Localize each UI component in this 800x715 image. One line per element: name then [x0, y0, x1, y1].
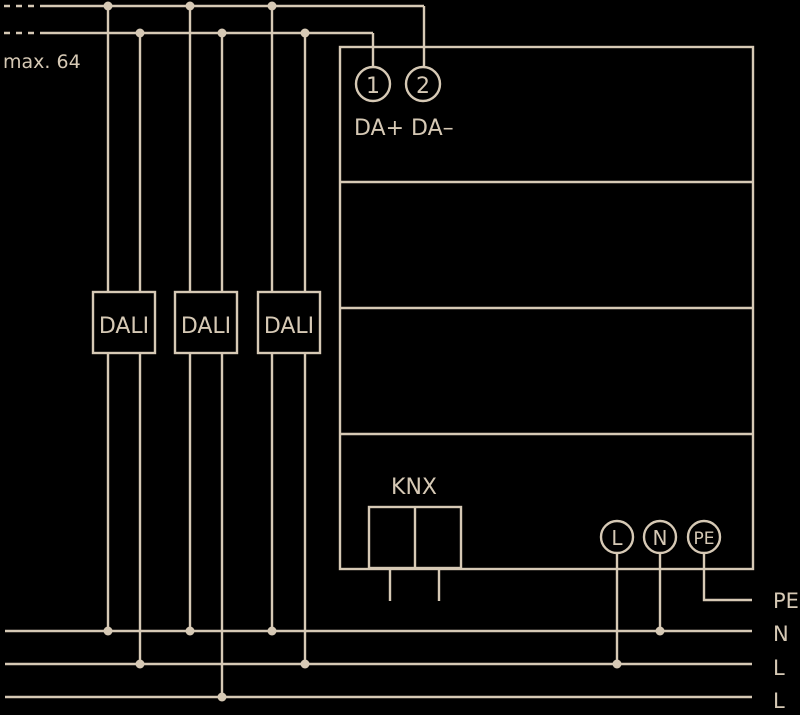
rail-label-l: L [773, 656, 785, 680]
dali-device-3: DALI [256, 290, 322, 355]
dali-device-1: DALI [91, 290, 157, 355]
junction-dots [103, 1, 665, 702]
da-terminal-labels: DA+ DA– [354, 116, 454, 141]
terminal-pe-label: PE [694, 529, 715, 549]
knx-connector [367, 505, 463, 601]
terminal-da-plus: 1 [354, 65, 392, 103]
terminal-1-number: 1 [366, 74, 380, 99]
terminal-n-label: N [653, 526, 668, 550]
terminal-l: L [599, 519, 635, 555]
pe-supply-wire [702, 553, 752, 602]
knx-label: KNX [391, 475, 437, 500]
rail-label-pe: PE [773, 589, 799, 613]
terminal-2-number: 2 [416, 74, 430, 99]
dali-device-3-label: DALI [264, 314, 314, 339]
rail-label-l-2: L [773, 689, 785, 713]
gateway-module [338, 45, 755, 571]
dali-device-2-label: DALI [181, 314, 231, 339]
terminal-n: N [642, 519, 678, 555]
rail-label-n: N [773, 622, 789, 646]
dali-device-1-label: DALI [99, 314, 149, 339]
terminal-da-minus: 2 [404, 65, 442, 103]
dali-device-2: DALI [173, 290, 239, 355]
terminal-pe: PE [686, 519, 722, 555]
max-devices-label: max. 64 [3, 51, 81, 73]
terminal-l-label: L [611, 526, 623, 550]
